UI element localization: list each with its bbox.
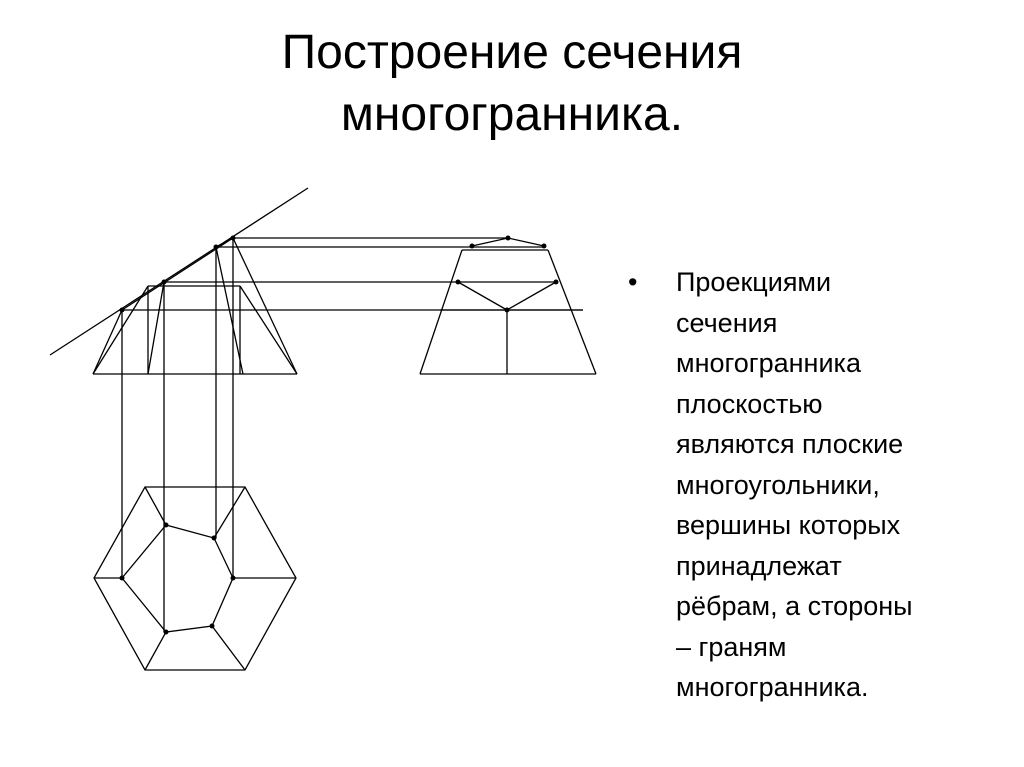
front-section-edge: [121, 237, 234, 311]
bullet-line-4: плоскостью: [676, 388, 823, 419]
bullet-line-6: многоугольники,: [676, 469, 880, 500]
bullet-text: Проекциями сечения многогранника плоскос…: [676, 262, 1008, 708]
bullet-line-10: – граням: [676, 631, 787, 662]
section-points: [119, 235, 559, 635]
cutting-plane-line: [49, 187, 309, 356]
horizontal-projection-lines: [122, 237, 583, 311]
bullet-line-9: рёбрам, а стороны: [676, 591, 913, 621]
slide-title-line-2: многогранника.: [340, 88, 684, 141]
front-view: [92, 237, 298, 375]
bullet-line-2: сечения: [676, 307, 778, 338]
bullet-line-5: являются плоские: [676, 429, 904, 459]
bullet-line-7: вершины которых: [676, 510, 901, 540]
bullet-line-1: Проекциями: [676, 267, 832, 297]
bullet-line-3: многогранника: [676, 348, 861, 378]
bullet-text-block: • Проекциями сечения многогранника плоск…: [628, 262, 1008, 708]
slide-title-line-1: Построение сечения: [281, 26, 743, 79]
vertical-projection-lines: [121, 238, 234, 632]
bullet-marker: •: [628, 267, 638, 297]
bullet-line-11: многогранника.: [676, 672, 869, 702]
inner-section-polygon: [121, 524, 234, 633]
bullet-line-8: принадлежат: [676, 550, 842, 581]
slide-title: Построение сечения многогранника.: [0, 22, 1024, 146]
side-view: [419, 237, 597, 375]
